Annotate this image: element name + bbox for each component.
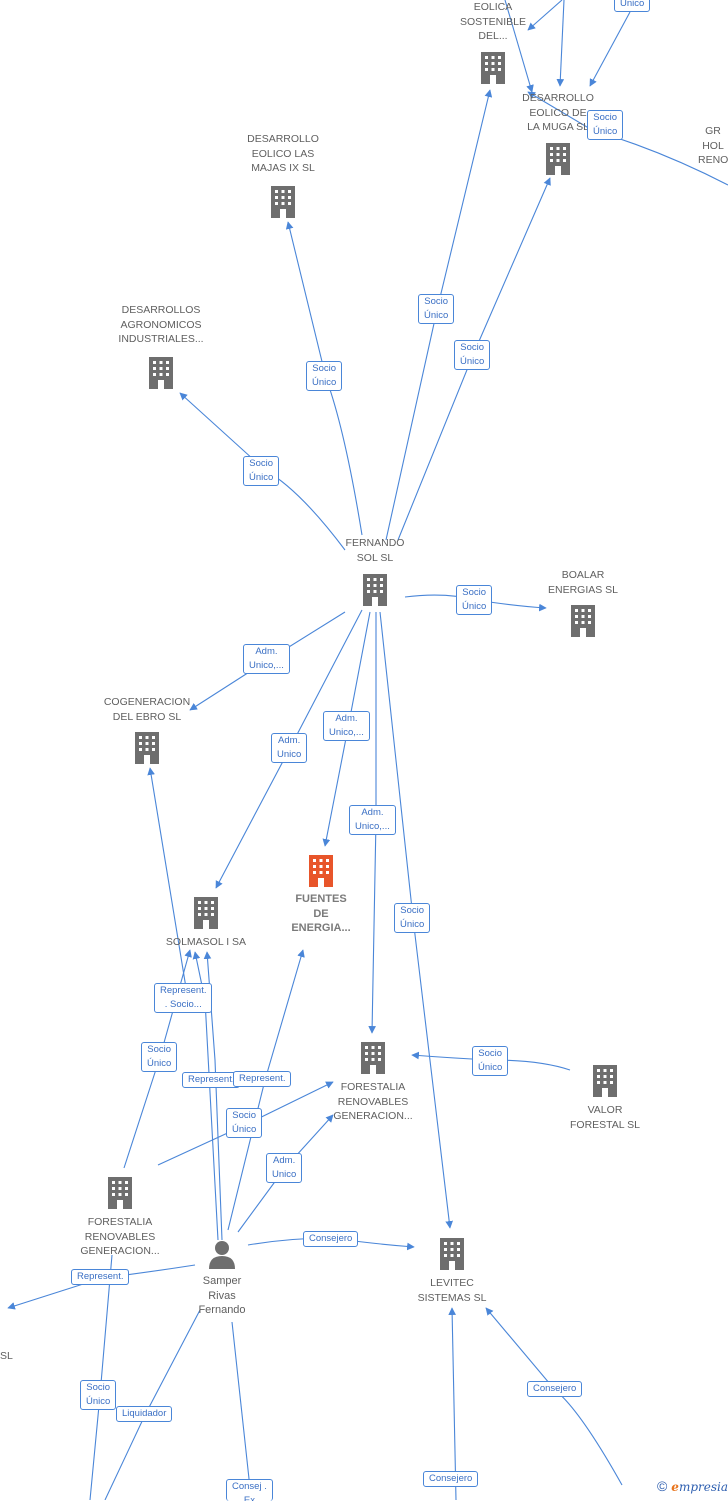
edge-label-adm-unico[interactable]: Adm. Unico,... — [349, 805, 396, 835]
node-levitec[interactable]: LEVITEC SISTEMAS SL — [397, 1236, 507, 1305]
building-icon — [359, 572, 391, 606]
node-label: DESARROLLO EOLICO LAS MAJAS IX SL — [247, 133, 319, 174]
node-label: SOLMASOL I SA — [165, 936, 247, 948]
node-label: DESARROLLO EOLICO DE LA MUGA SL — [522, 92, 594, 133]
edge-label-socio-unico[interactable]: Socio Único — [243, 456, 280, 486]
edge-label-socio-unico[interactable]: Socio Único — [394, 903, 431, 933]
edge-label-socio-unico[interactable]: Socio Único — [306, 361, 343, 391]
node-solmasol[interactable]: SOLMASOL I SA — [151, 895, 261, 950]
node-gr-holding[interactable]: GR HOL RENOVA — [690, 124, 728, 168]
node-valor-forestal[interactable]: VALOR FORESTAL SL — [550, 1063, 660, 1132]
building-icon — [357, 1040, 389, 1074]
building-icon — [131, 730, 163, 764]
node-left-cut[interactable]: SL — [0, 1349, 14, 1364]
node-agronomicos[interactable]: DESARROLLOS AGRONOMICOS INDUSTRIALES... — [106, 303, 216, 389]
node-eolica-sostenible[interactable]: EOLICA SOSTENIBLE DEL... — [438, 0, 548, 84]
edge-label-liquidador[interactable]: Liquidador — [116, 1406, 173, 1422]
edge-bottom-levitec-1[interactable] — [448, 1307, 457, 1500]
edge-label-adm-unico[interactable]: Adm. Unico,... — [323, 711, 370, 741]
person-icon — [206, 1238, 238, 1272]
edge-label-represent[interactable]: Represent. — [182, 1072, 241, 1088]
edge-label-socio-unico[interactable]: Socio Único — [226, 1108, 263, 1138]
edge-label-unico-top[interactable]: Único — [614, 0, 651, 12]
node-label: FORESTALIA RENOVABLES GENERACION... — [80, 1216, 160, 1257]
node-label: BOALAR ENERGIAS SL — [547, 569, 619, 596]
copyright-icon: © — [656, 1478, 668, 1494]
node-label: COGENERACION DEL EBRO SL — [103, 696, 191, 723]
building-icon — [190, 895, 222, 929]
building-icon — [145, 355, 177, 389]
edge-label-socio-unico[interactable]: Socio Único — [472, 1046, 509, 1076]
node-label: FERNANDO SOL SL — [345, 537, 405, 564]
node-label: SL — [0, 1350, 13, 1362]
node-cogeneracion-ebro[interactable]: COGENERACION DEL EBRO SL — [92, 695, 202, 764]
node-label: VALOR FORESTAL SL — [569, 1104, 641, 1131]
edge-top-2[interactable] — [556, 0, 565, 87]
node-desarrollo-muga[interactable]: DESARROLLO EOLICO DE LA MUGA SL — [503, 91, 613, 175]
edge-samper-fuentes[interactable] — [227, 949, 305, 1231]
edge-top-4[interactable] — [504, 0, 534, 93]
node-forestalia-2[interactable]: FORESTALIA RENOVABLES GENERACION... — [65, 1175, 175, 1259]
edge-label-adm-unico[interactable]: Adm. Unico — [271, 733, 308, 763]
edge-label-adm-unico[interactable]: Adm. Unico,... — [243, 644, 290, 674]
footer-brand: ©empresia — [657, 1478, 728, 1500]
building-icon-highlight — [305, 853, 337, 887]
building-icon — [104, 1175, 136, 1209]
node-samper[interactable]: Samper Rivas Fernando — [167, 1238, 277, 1318]
node-label: LEVITEC SISTEMAS SL — [417, 1277, 487, 1304]
edge-label-represent-socio[interactable]: Represent. . Socio... — [154, 983, 213, 1013]
node-label: FORESTALIA RENOVABLES GENERACION... — [333, 1081, 413, 1122]
edge-label-socio-unico[interactable]: Socio Único — [454, 340, 491, 370]
edge-label-consejero[interactable]: Consejero — [423, 1471, 479, 1487]
node-label: DESARROLLOS AGRONOMICOS INDUSTRIALES... — [118, 304, 204, 345]
edge-forestalia2-cogeneracion[interactable] — [147, 767, 189, 1001]
edge-label-socio-unico[interactable]: Socio Único — [587, 110, 624, 140]
node-boalar[interactable]: BOALAR ENERGIAS SL — [528, 568, 638, 637]
node-label: FUENTES DE ENERGIA... — [291, 893, 351, 934]
edge-samper-liquidador[interactable] — [104, 1309, 201, 1500]
node-fuentes-energia[interactable]: FUENTES DE ENERGIA... — [266, 853, 376, 936]
edge-label-socio-unico[interactable]: Socio Único — [456, 585, 493, 615]
edge-label-consej-ex[interactable]: Consej . Ex — [226, 1479, 273, 1501]
building-icon — [477, 50, 509, 84]
edge-label-consejero[interactable]: Consejero — [527, 1381, 583, 1397]
edge-label-socio-unico[interactable]: Socio Único — [418, 294, 455, 324]
node-fernando-sol[interactable]: FERNANDO SOL SL — [320, 536, 430, 606]
building-icon — [267, 184, 299, 218]
edge-forestalia2-down[interactable] — [89, 1254, 113, 1500]
edge-label-represent[interactable]: Represent. — [233, 1071, 292, 1087]
node-majas-ix[interactable]: DESARROLLO EOLICO LAS MAJAS IX SL — [228, 132, 338, 218]
edge-samper-consej[interactable] — [231, 1321, 251, 1489]
node-label: EOLICA SOSTENIBLE DEL... — [460, 1, 526, 42]
brand-logo-text: mpresia — [678, 1480, 728, 1494]
building-icon — [542, 141, 574, 175]
brand-logo-e: e — [671, 1480, 679, 1494]
building-icon — [567, 603, 599, 637]
building-icon — [589, 1063, 621, 1097]
edge-label-socio-unico[interactable]: Socio Único — [80, 1380, 117, 1410]
building-icon — [436, 1236, 468, 1270]
node-label: GR HOL RENOVA — [698, 125, 728, 166]
edge-label-socio-unico[interactable]: Socio Único — [141, 1042, 178, 1072]
edge-label-consejero[interactable]: Consejero — [303, 1231, 359, 1247]
edge-top-3[interactable] — [589, 11, 631, 87]
edge-label-adm-unico[interactable]: Adm. Unico — [266, 1153, 303, 1183]
edge-label-represent[interactable]: Represent. — [71, 1269, 130, 1285]
node-forestalia-1[interactable]: FORESTALIA RENOVABLES GENERACION... — [318, 1040, 428, 1124]
node-label: Samper Rivas Fernando — [198, 1275, 246, 1316]
edge-top-1[interactable] — [527, 0, 563, 31]
